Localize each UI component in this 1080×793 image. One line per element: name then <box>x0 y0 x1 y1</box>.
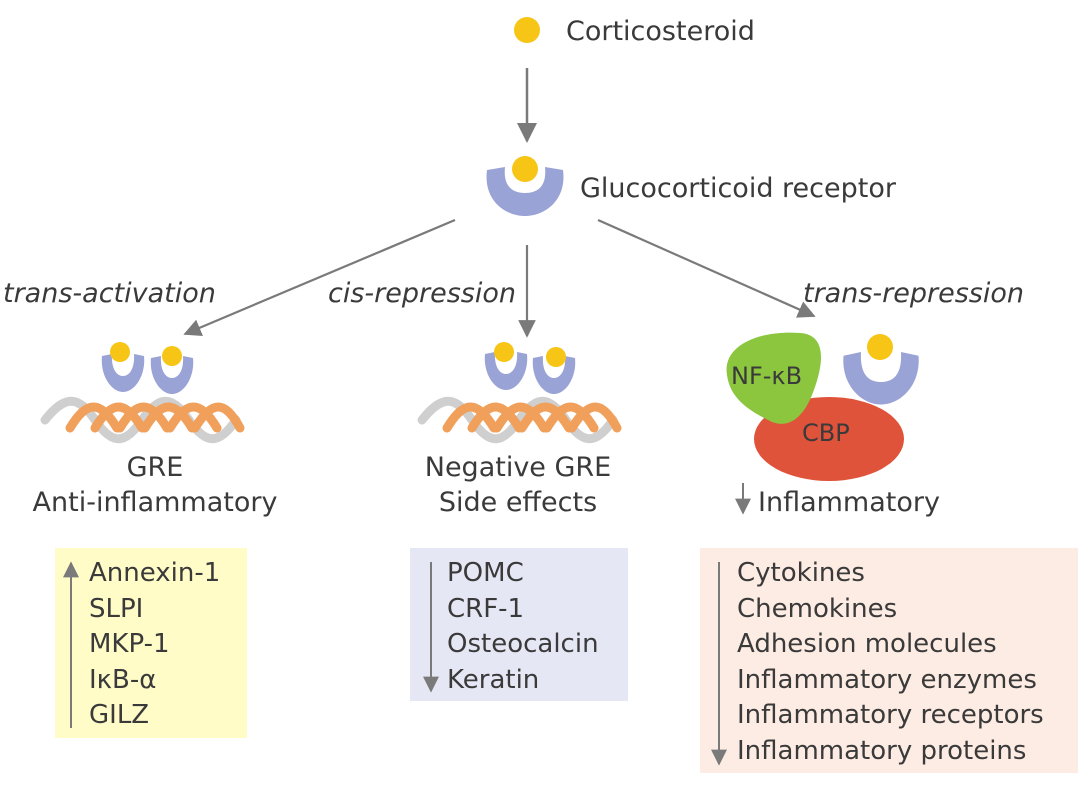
side-effects-list: POMC CRF-1 Osteocalcin Keratin <box>447 556 599 698</box>
list-item: Adhesion molecules <box>737 629 997 659</box>
dna-helix-gre-icon <box>40 342 245 444</box>
list-item: CRF-1 <box>447 593 525 624</box>
mechanism-trans-repression: trans-repression <box>803 278 1024 309</box>
list-item: IκB-α <box>89 664 157 695</box>
nfkb-shape <box>726 332 821 424</box>
corticosteroid-label: Corticosteroid <box>566 16 755 47</box>
list-item: Osteocalcin <box>447 629 599 659</box>
list-item: POMC <box>447 558 524 588</box>
nfkb-label: NF-κB <box>731 362 803 390</box>
list-item: Keratin <box>447 664 540 695</box>
inflammatory-label: Inflammatory <box>758 487 940 518</box>
list-item: MKP-1 <box>89 629 170 659</box>
list-item: Inflammatory enzymes <box>737 664 1037 695</box>
list-item: Annexin-1 <box>89 558 221 588</box>
list-item: GILZ <box>89 700 150 730</box>
negative-gre-label: Negative GRE <box>424 452 612 483</box>
mechanism-trans-activation: trans-activation <box>3 278 216 309</box>
glucocorticoid-receptor-label: Glucocorticoid receptor <box>580 173 896 204</box>
anti-inflammatory-label: Anti-inflammatory <box>32 487 278 518</box>
mechanism-cis-repression: cis-repression <box>328 278 516 309</box>
inflammatory-list: Cytokines Chemokines Adhesion molecules … <box>737 556 1044 769</box>
dna-helix-negative-gre-icon <box>417 342 622 444</box>
side-effects-label: Side effects <box>438 487 598 518</box>
glucocorticoid-receptor-icon <box>486 156 564 216</box>
gre-label: GRE <box>126 452 184 483</box>
corticosteroid-ligand-icon <box>514 17 540 43</box>
arrow-to-trans-repression <box>597 218 816 318</box>
box-side-effects-bg <box>410 548 628 701</box>
anti-inflammatory-list: Annexin-1 SLPI MKP-1 IκB-α GILZ <box>89 556 220 734</box>
list-item: SLPI <box>89 593 144 624</box>
box-anti-inflammatory-bg <box>55 548 247 738</box>
list-item: Cytokines <box>737 558 865 588</box>
cbp-label: CBP <box>802 419 850 447</box>
list-item: Inflammatory proteins <box>737 735 1027 766</box>
list-item: Chemokines <box>737 593 898 624</box>
box-inflammatory-bg <box>700 548 1078 773</box>
nfkb-cbp-complex-icon <box>726 332 919 481</box>
arrow-to-trans-activation <box>183 218 456 336</box>
list-item: Inflammatory receptors <box>737 700 1044 730</box>
